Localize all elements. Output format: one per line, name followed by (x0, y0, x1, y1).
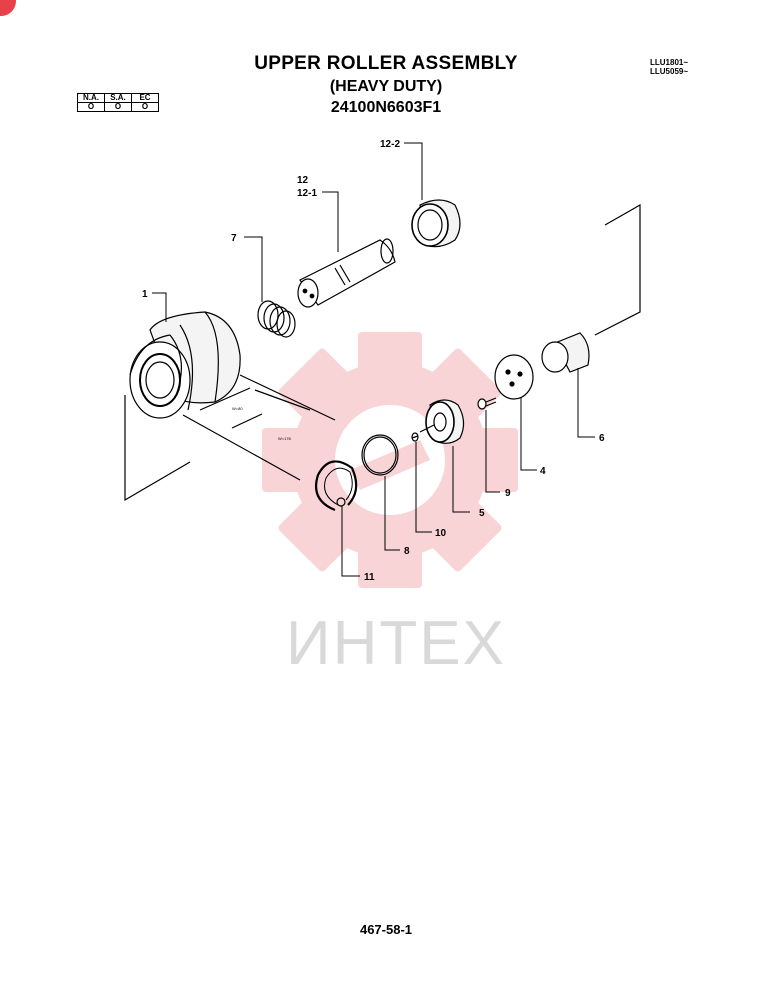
callout-9: 9 (505, 488, 511, 499)
assembly-part-number: 24100N6603F1 (330, 99, 442, 116)
watermark-text: ИНТЕХ (286, 609, 506, 678)
serial-ranges: LLU1801~ LLU5059~ (650, 58, 688, 76)
serial-range-2: LLU5059~ (650, 67, 689, 76)
bushing-part (541, 203, 641, 373)
page-title: UPPER ROLLER ASSEMBLY (254, 53, 518, 74)
roller-body-part (124, 311, 336, 502)
serial-range-1: LLU1801~ (650, 58, 689, 67)
callout-10: 10 (435, 528, 447, 539)
callout-12-2: 12-2 (380, 139, 400, 150)
dimension-label-w178: W=178 (278, 436, 292, 441)
page-number: 467-58-1 (359, 922, 413, 937)
shaft-part (297, 238, 396, 308)
snap-ring-part (314, 460, 358, 512)
plug-part (411, 432, 419, 442)
page-subtitle: (HEAVY DUTY) (329, 78, 443, 95)
avail-mark-ec: O (131, 102, 159, 112)
seal-cover-part (419, 399, 465, 444)
availability-table: N.A. S.A. EC O O O (77, 93, 159, 112)
callout-12: 12 (297, 175, 309, 186)
callout-4: 4 (540, 466, 546, 477)
callout-5: 5 (479, 508, 485, 519)
dimension-label-w80: W=80 (232, 406, 243, 411)
callout-11: 11 (364, 572, 375, 583)
bolt-part (477, 397, 497, 410)
end-plate-part (494, 354, 534, 400)
leader-lines (152, 142, 595, 577)
collar-part (411, 199, 461, 248)
callout-12-1: 12-1 (297, 188, 317, 199)
callout-1: 1 (142, 289, 148, 300)
spring-part (257, 300, 296, 338)
callout-8: 8 (404, 546, 410, 557)
callout-7: 7 (231, 233, 237, 244)
callout-6: 6 (599, 433, 605, 444)
o-ring-part (361, 434, 399, 476)
